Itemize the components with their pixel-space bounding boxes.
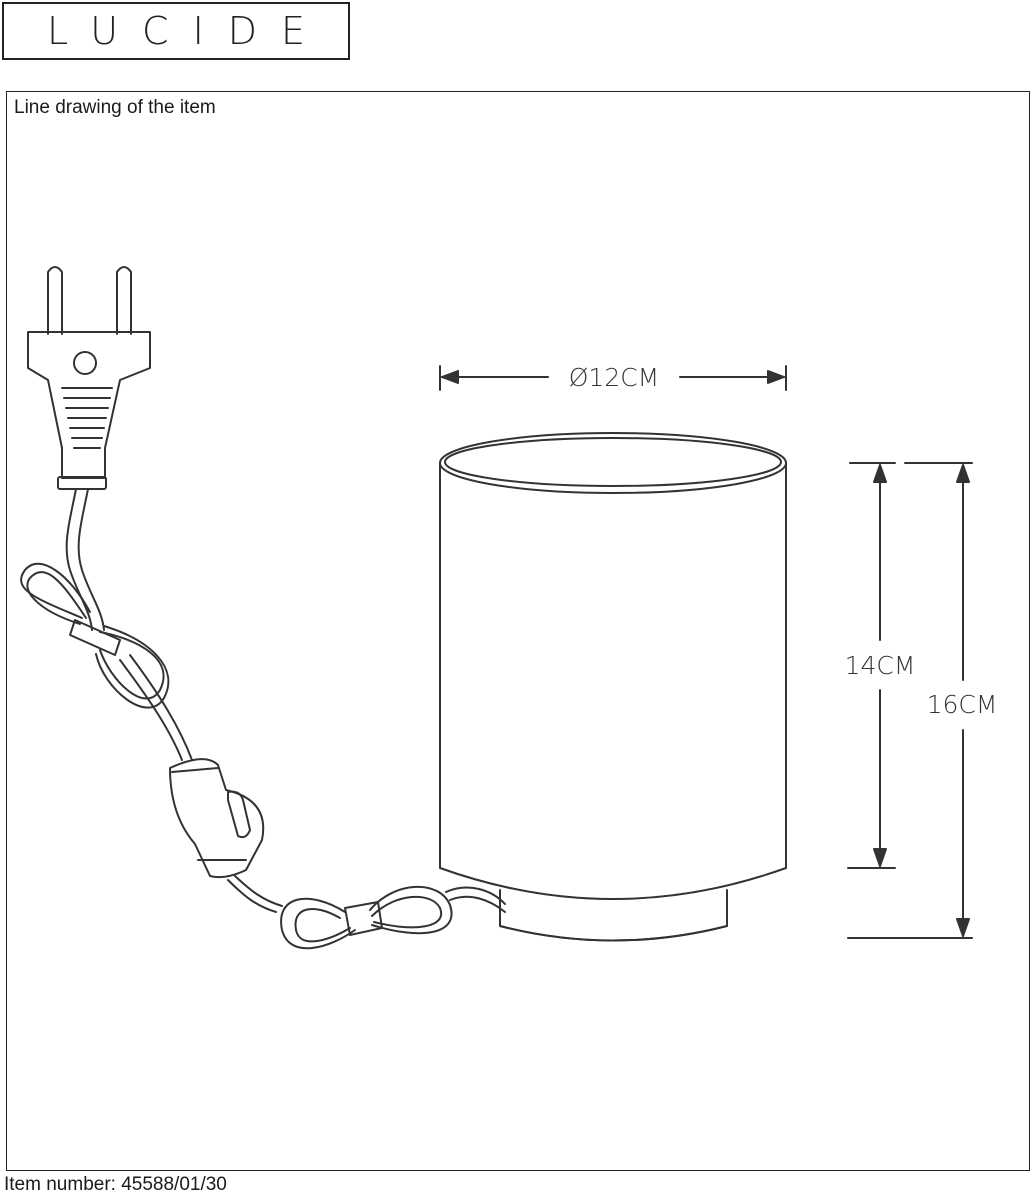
inline-switch [169,758,265,879]
lamp-base [499,889,728,942]
shade-height-label: 14CM [845,651,916,680]
brand-logo-text: LUCIDE [46,9,330,53]
drawing-frame [6,91,1030,1171]
total-height-dimension-line [847,462,973,939]
diameter-label: Ø12CM [569,363,660,392]
item-number: Item number: 45588/01/30 [4,1174,227,1195]
cord-loop-upper [20,562,170,709]
lamp-shade [439,432,787,900]
total-height-label: 16CM [927,690,998,719]
plug-illustration [27,266,151,490]
cord-loop-lower [280,885,453,950]
brand-logo: LUCIDE [2,2,350,60]
diameter-dimension-line [439,365,787,391]
shade-height-dimension-line [847,462,896,869]
frame-caption: Line drawing of the item [14,97,216,118]
